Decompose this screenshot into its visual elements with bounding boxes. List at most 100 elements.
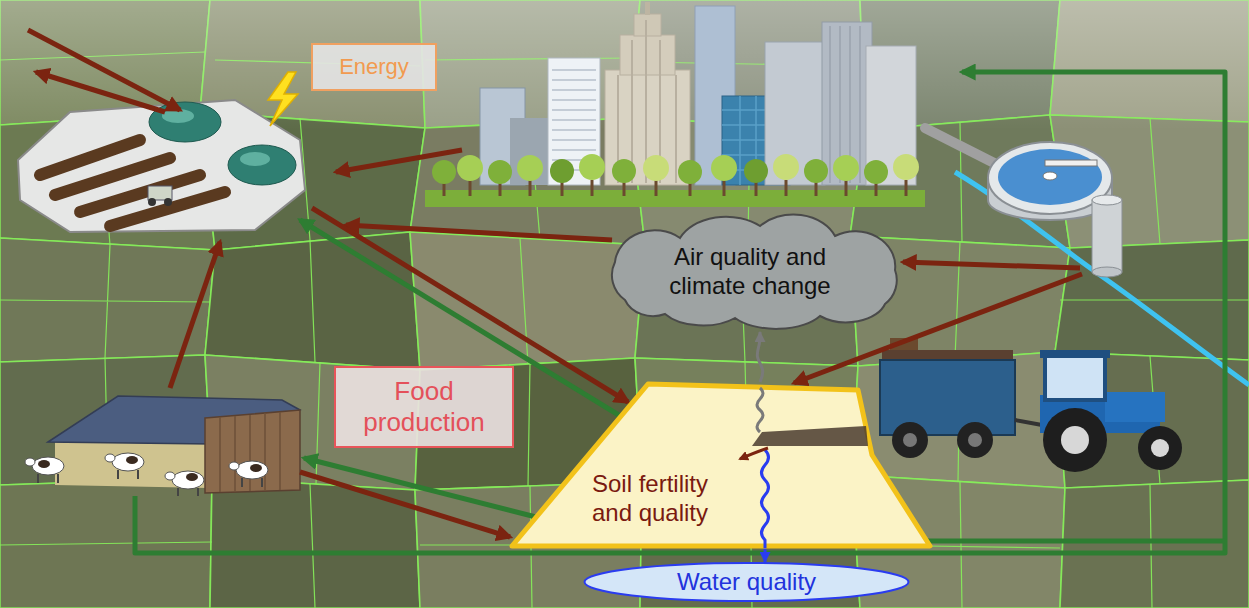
tractor-spreader [1040,350,1110,358]
biogas-plant [148,186,172,200]
cow-figure [112,453,144,471]
cloud-node: Air quality and climate change [585,212,915,332]
livestock-barn [220,412,280,492]
cow-figure [126,456,138,464]
treatment-plant [1045,160,1097,166]
city-skyline [432,160,456,184]
treatment-plant [1043,172,1057,180]
emission-arrow [757,332,762,382]
red-label-box: Food production [334,366,514,448]
ellipse-node: Water quality [583,562,910,602]
cow-figure [25,458,35,466]
livestock-barn [205,410,300,493]
cow-figure [38,460,50,468]
city-skyline [457,155,483,181]
tractor-spreader [903,433,917,447]
cow-figure [229,462,239,470]
cow-figure [25,453,268,496]
pipe-line [925,128,1000,166]
flow-arrow [336,150,462,172]
pipe-line [925,128,1000,166]
cow-figure [105,454,115,462]
flow-arrow [926,539,1225,544]
tractor-spreader [968,433,982,447]
city-skyline [517,155,543,181]
flow-arrow [28,30,1225,553]
flow-arrow [170,242,220,388]
city-skyline [711,155,737,181]
cow-figure [165,472,175,480]
treatment-plant [998,149,1102,205]
city-skyline [634,14,661,36]
lightning-bolt [268,72,298,126]
node-text: Soil fertility and quality [575,470,725,528]
field-node-outline [510,382,935,548]
tractor-spreader [1151,439,1169,457]
field-node-outline [757,388,763,432]
city-skyline [444,180,906,196]
city-skyline [893,154,919,180]
treatment-plant [1092,200,1122,272]
biogas-plant [18,100,305,232]
flow-arrow [304,458,540,518]
field-node-outline [512,384,930,546]
flow-arrow [135,72,1225,553]
tractor-spreader [1138,426,1182,470]
treatment-plant [988,142,1122,277]
cloud-node-outline [612,214,897,328]
cow-figure [172,471,204,489]
cow-figure [242,478,262,487]
city-skyline [643,155,669,181]
tractor-spreader [1043,408,1107,472]
tractor-spreader [1105,392,1165,422]
node-text: Water quality [677,568,816,597]
biogas-plant [40,140,225,226]
tractor-spreader [957,422,993,458]
biogas-plant [240,152,270,166]
lightning-bolt [268,72,298,126]
aerial-background [1060,480,1249,608]
ellipse-node-outline [585,563,909,601]
field-node-outline [752,426,868,446]
aerial-background [0,52,1249,608]
flow-arrow [36,72,165,112]
field-node-outline [740,448,768,459]
livestock-barn [48,396,300,493]
cow-figure [32,457,64,475]
city-skyline [425,2,925,207]
cow-figure [178,488,198,496]
treatment-plant [1092,195,1122,205]
flow-arrow [28,30,180,110]
livestock-barn [55,442,210,488]
biogas-plant [18,100,305,232]
tractor-spreader [880,338,1182,472]
flow-arrow [346,225,612,240]
city-skyline [744,159,768,183]
leaching-arrow [764,548,767,562]
node-text: Energy [339,54,409,80]
city-skyline [830,26,860,183]
cow-figure [236,461,268,479]
city-skyline [618,20,676,183]
tractor-spreader [892,422,928,458]
city-skyline [833,155,859,181]
cow-figure [118,470,138,479]
tractor-spreader [1061,426,1089,454]
city-skyline [488,160,512,184]
city-skyline [645,2,650,15]
city-skyline [864,160,888,184]
city-skyline [579,154,605,180]
cow-figure [186,473,198,481]
treatment-plant [1092,267,1122,277]
field-node: Soil fertility and quality [510,382,935,548]
city-skyline [822,22,872,185]
node-text: Food production [354,376,494,438]
biogas-plant [164,198,172,206]
orange-label-box: Energy [311,43,437,91]
tractor-spreader [880,360,1015,435]
tractor-spreader [1045,355,1105,400]
biogas-plant [148,198,156,206]
